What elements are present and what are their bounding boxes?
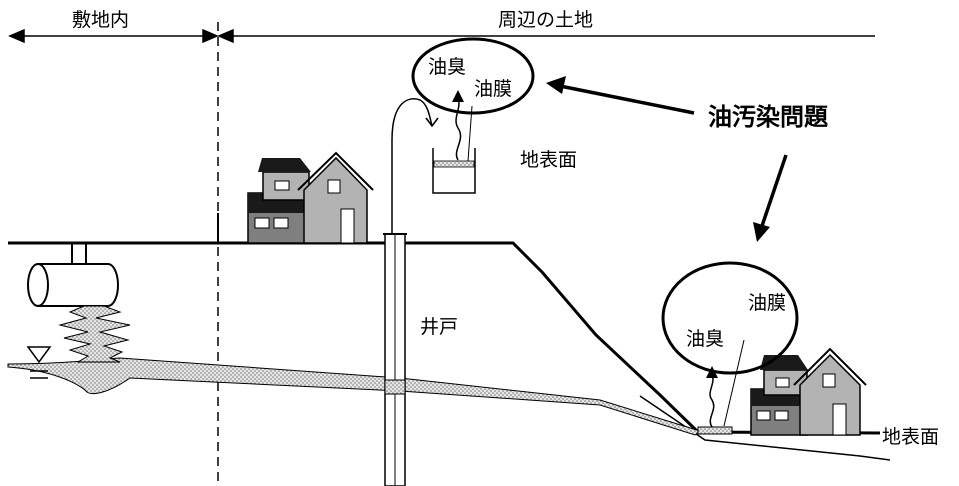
- surrounding-range-arrow: [217, 28, 875, 44]
- oil-film-label-top: 油膜: [474, 78, 512, 100]
- oil-problem-arrow-bottom: [760, 154, 788, 227]
- ground-surface-label-mid: 地表面: [520, 149, 577, 171]
- underground-oil-tank: [27, 244, 119, 307]
- ground-surface-line: [8, 241, 881, 435]
- house-center: [247, 151, 374, 244]
- well: [383, 233, 407, 486]
- oil-smell-label-top: 油臭: [428, 56, 466, 78]
- surrounding-label: 周辺の土地: [498, 9, 593, 31]
- oil-seepage-puddle: [697, 426, 733, 435]
- site-range-arrow: [8, 28, 219, 44]
- well-pipe: [391, 98, 433, 234]
- subsurface-line: [639, 395, 891, 461]
- oil-problem-arrow-top: [559, 84, 695, 115]
- house-right: [750, 347, 867, 436]
- oil-symptom-bubble-bottom: [661, 261, 799, 375]
- ground-surface-label-right: 地表面: [882, 426, 939, 448]
- oil-smell-arrow-top: [452, 90, 464, 102]
- oil-layer-groundwater: [7, 357, 702, 436]
- oil-smell-label-bottom: 油臭: [686, 328, 724, 350]
- well-label: 井戸: [420, 316, 458, 338]
- oil-leak-plume: [58, 305, 131, 363]
- water-table-symbol: [26, 346, 52, 379]
- water-bucket: [432, 90, 476, 194]
- oil-problem-label: 油汚染問題: [708, 103, 829, 131]
- oil-symptom-bubble-top: [411, 37, 535, 115]
- on-site-label: 敷地内: [72, 9, 129, 31]
- oil-film-label-bottom: 油膜: [748, 292, 786, 314]
